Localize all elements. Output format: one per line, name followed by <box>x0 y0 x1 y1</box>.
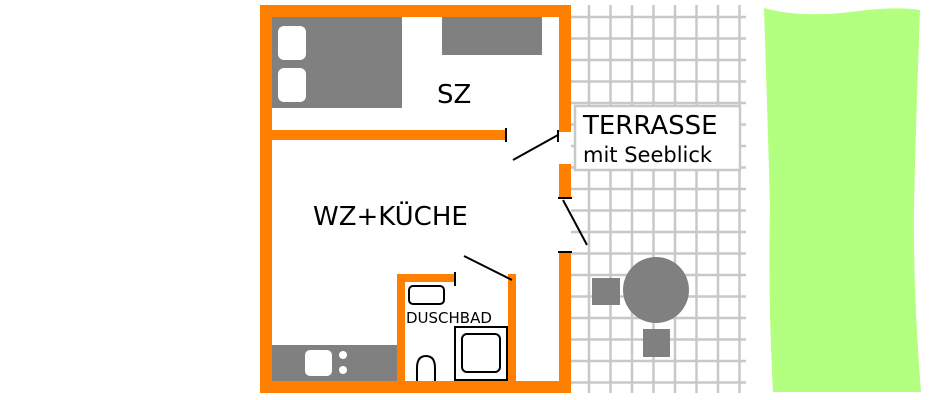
wall-right-lower <box>559 252 571 393</box>
stove-burner-top <box>339 351 347 359</box>
wall-left <box>260 5 272 393</box>
wall-bath-left <box>397 274 405 384</box>
bathroom-fixtures <box>408 285 508 383</box>
wall-bedroom-partition <box>272 130 506 140</box>
terrace-chair-bottom <box>643 329 670 357</box>
lake-area <box>764 8 921 392</box>
shower-tray-inner <box>461 333 501 373</box>
wall-bath-right <box>508 274 516 384</box>
pillow-top <box>278 26 306 60</box>
walls <box>260 5 571 393</box>
terrace-chair-left <box>592 278 620 305</box>
wall-top <box>260 5 571 17</box>
terrace-tile-grid <box>571 5 746 393</box>
bedroom-door-leaf <box>512 134 559 161</box>
stove-burner-bottom <box>339 366 347 374</box>
wall-bath-top <box>397 274 455 282</box>
room-label-living-kitchen: WZ+KÜCHE <box>313 200 468 232</box>
toilet <box>416 354 436 383</box>
wardrobe <box>442 16 542 55</box>
wall-right-upper <box>559 5 571 132</box>
wall-bottom <box>260 381 571 393</box>
kitchen-counter <box>272 345 398 381</box>
bath-door-leaf <box>463 255 513 281</box>
terrace-door-leaf <box>562 199 588 246</box>
room-label-shower-bath: DUSCHBAD <box>406 309 492 327</box>
round-table <box>623 257 689 323</box>
kitchen-sink <box>305 350 332 376</box>
terrace-subtitle: mit Seeblick <box>583 143 713 167</box>
pillow-bottom <box>278 68 306 102</box>
room-label-bedroom: SZ <box>437 80 471 110</box>
washbasin <box>408 285 445 305</box>
terrace-title: TERRASSE <box>582 111 718 141</box>
wall-right-middle <box>559 164 571 197</box>
terrace-furniture <box>592 257 689 357</box>
doors <box>454 128 588 286</box>
terrace-label-backdrop <box>573 104 742 172</box>
